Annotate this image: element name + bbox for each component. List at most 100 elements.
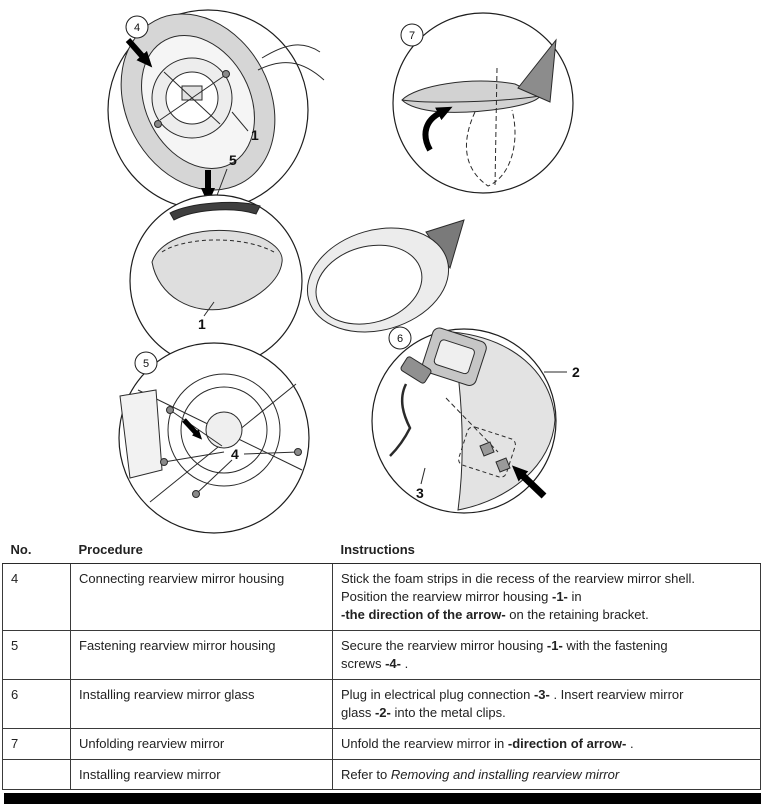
- instruction-text: Stick the foam strips in die recess of t…: [341, 571, 696, 586]
- wiring-harness: [257, 62, 325, 81]
- mirror-assembly-drawing: [306, 219, 465, 333]
- procedure-text: Unfolding rearview mirror: [79, 735, 225, 751]
- folded-mirror-edge: [401, 95, 541, 103]
- unfold-arrow-icon: [422, 106, 453, 152]
- cell-instructions: Plug in electrical plug connection -3- .…: [332, 678, 761, 729]
- glass-backplate-inner: [433, 339, 475, 375]
- leader-line: [231, 111, 249, 132]
- part-ref: -1-: [551, 588, 568, 604]
- insert-path-dashed: [445, 397, 499, 453]
- procedure-text: Connecting rearview mirror housing: [79, 571, 285, 586]
- diagram-mirror-unfold: 7: [392, 12, 574, 194]
- header-no: No.: [2, 539, 71, 564]
- callout-step-4: 4: [125, 15, 149, 39]
- part-ref: -3-: [533, 686, 550, 702]
- table-row: 4 Connecting rearview mirror housing Sti…: [2, 563, 761, 631]
- plug-connector-drawing: [400, 356, 432, 384]
- table-row: 5 Fastening rearview mirror housing Secu…: [2, 629, 761, 680]
- detail-line: [163, 71, 221, 125]
- part-label-plug: 3: [416, 485, 424, 501]
- mirror-glass-face: [315, 244, 423, 325]
- callout-badge: [400, 23, 424, 47]
- callout-badge: [134, 351, 158, 375]
- cross-reference-text: Removing and installing rearview mirror: [390, 766, 620, 782]
- table-row: 6 Installing rearview mirror glass Plug …: [2, 678, 761, 729]
- mount-ring-inner: [180, 386, 268, 474]
- diagram-glass-install: 2 3 6: [371, 326, 580, 514]
- instruction-text: screws: [341, 655, 386, 671]
- cell-no: [2, 758, 71, 791]
- bracket-drawing: [119, 389, 163, 479]
- part-ref: -4-: [385, 655, 401, 671]
- leader-line: [203, 301, 215, 317]
- leader-line: [215, 168, 228, 199]
- procedure-text: Installing rearview mirror glass: [79, 686, 255, 702]
- instruction-text: into the metal clips.: [390, 704, 506, 720]
- wiring-harness: [261, 44, 321, 59]
- emphasis-text: -the direction of the arrow-: [341, 606, 506, 622]
- callout-number: 6: [397, 333, 403, 345]
- cell-procedure: Connecting rearview mirror housing: [70, 563, 333, 631]
- part-ref: -2-: [374, 704, 391, 720]
- table-row: 7 Unfolding rearview mirror Unfold the r…: [2, 727, 761, 760]
- screw-leader: [169, 409, 223, 447]
- unfolded-outline-dashed: [465, 109, 516, 187]
- instruction-text: Plug in electrical plug connection: [341, 686, 534, 702]
- instruction-text: .: [626, 735, 634, 751]
- instruction-text: Unfold the rearview mirror in: [341, 735, 508, 751]
- cell-procedure: Installing rearview mirror glass: [70, 678, 333, 729]
- detail-screw: [222, 70, 230, 78]
- cell-instructions: Unfold the rearview mirror in -direction…: [332, 727, 761, 760]
- procedure-table: No. Procedure Instructions 4 Connecting …: [2, 539, 761, 791]
- housing-shell-drawing: [151, 229, 283, 311]
- header-procedure: Procedure: [70, 539, 333, 564]
- callout-step-5: 5: [134, 351, 158, 375]
- instruction-text: with the fastening: [562, 637, 668, 653]
- instruction-text: Secure the rearview mirror housing: [341, 637, 547, 653]
- row-number: 4: [11, 571, 19, 586]
- emphasis-text: -direction of arrow-: [507, 735, 627, 751]
- row-number: 7: [11, 735, 19, 751]
- screw-icon: [192, 490, 200, 498]
- page-bottom-bar: [4, 793, 761, 804]
- header-instructions: Instructions: [332, 539, 761, 564]
- screw-leader: [163, 451, 225, 463]
- callout-step-6: 6: [388, 326, 412, 350]
- cell-no: 6: [2, 678, 71, 729]
- part-label-glass: 2: [572, 364, 580, 380]
- leader-line: [420, 467, 426, 485]
- part-ref: -1-: [546, 637, 563, 653]
- instruction-text: . Insert rearview mirror: [549, 686, 684, 702]
- table-row: Installing rearview mirror Refer to Remo…: [2, 758, 761, 791]
- cell-instructions: Refer to Removing and installing rearvie…: [332, 758, 761, 791]
- metal-clip-icon: [479, 441, 495, 457]
- callout-number: 7: [409, 30, 415, 42]
- actuator-connector: [181, 85, 203, 101]
- table-header-row: No. Procedure Instructions: [2, 539, 761, 564]
- part-label-screws: 4: [231, 446, 239, 462]
- instruction-text: on the retaining bracket.: [505, 606, 649, 622]
- procedure-text: Fastening rearview mirror housing: [79, 637, 276, 653]
- screw-arrow-icon: [182, 418, 203, 440]
- callout-number: 5: [143, 358, 149, 370]
- instruction-text: Position the rearview mirror housing: [341, 588, 552, 604]
- screw-icon: [160, 458, 168, 466]
- callout-badge: [388, 326, 412, 350]
- diagram-fastening-screws: 4 5: [118, 342, 310, 534]
- metal-clip-icon: [495, 457, 511, 473]
- callout-number: 4: [134, 22, 140, 34]
- procedure-text: Installing rearview mirror: [79, 766, 221, 782]
- part-label-foam: 5: [229, 152, 237, 168]
- foam-strip-drawing: [169, 202, 261, 221]
- screw-icon: [294, 448, 302, 456]
- diagram-housing-position: 4 1 5: [107, 9, 325, 211]
- direction-arrow-icon: [125, 38, 153, 68]
- cell-no: 5: [2, 629, 71, 680]
- row-number: 6: [11, 686, 19, 702]
- cell-no: 4: [2, 563, 71, 631]
- instruction-text: .: [400, 655, 409, 671]
- cell-instructions: Stick the foam strips in die recess of t…: [332, 563, 761, 631]
- detail-screw: [154, 120, 162, 128]
- cell-no: 7: [2, 727, 71, 760]
